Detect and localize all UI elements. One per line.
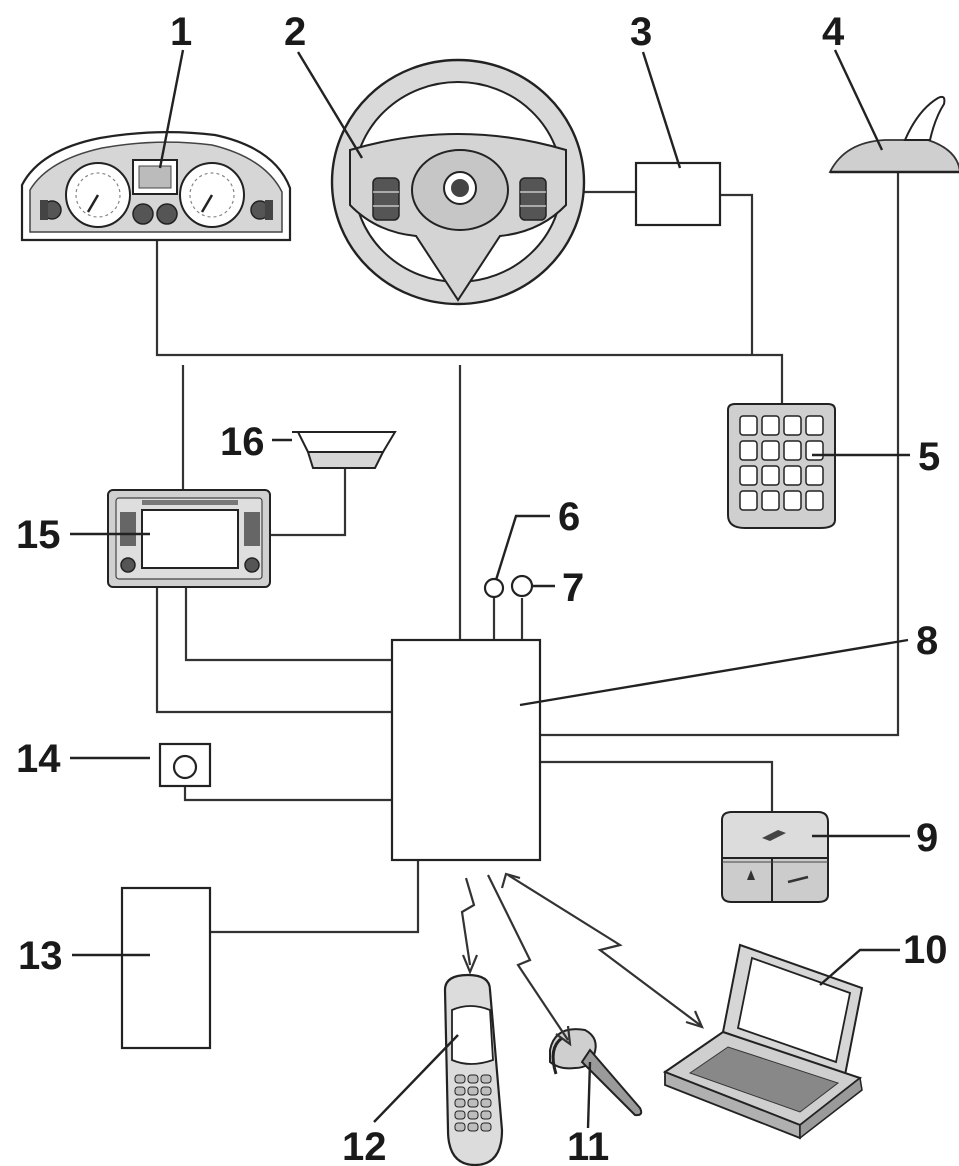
microphone-icon — [510, 574, 534, 598]
phone-cradle-icon — [721, 811, 829, 903]
callout-5: 5 — [918, 435, 940, 479]
phone-key — [467, 1074, 479, 1084]
phone-key — [467, 1098, 479, 1108]
keypad-key — [805, 465, 824, 486]
socket-icon — [158, 742, 212, 788]
callout-10: 10 — [903, 928, 948, 972]
wiring — [155, 170, 900, 934]
phone-key — [480, 1098, 492, 1108]
central-control-unit-icon — [390, 638, 542, 862]
keypad-key — [761, 440, 780, 461]
callout-2: 2 — [284, 10, 306, 54]
keypad-key — [761, 465, 780, 486]
wireless-links — [460, 872, 704, 1047]
keypad-key — [805, 415, 824, 436]
phone-key — [454, 1110, 466, 1120]
keypad-icon — [727, 403, 836, 529]
keypad-key — [739, 490, 758, 511]
callout-3: 3 — [630, 10, 652, 54]
callout-7: 7 — [562, 566, 584, 610]
steering-wheel-icon — [330, 58, 586, 306]
keypad-key — [783, 490, 802, 511]
phone-key — [480, 1074, 492, 1084]
loudspeaker-icon — [292, 431, 397, 469]
roof-antenna-icon — [828, 95, 959, 174]
keypad-key — [761, 415, 780, 436]
phone-key — [480, 1110, 492, 1120]
callout-14: 14 — [16, 737, 61, 781]
keypad-key — [761, 490, 780, 511]
radio-navigation-unit-icon — [107, 489, 271, 588]
keypad-key — [783, 465, 802, 486]
microphone-icon — [483, 577, 505, 599]
phone-key — [467, 1110, 479, 1120]
callout-9: 9 — [916, 816, 938, 860]
leader-lines — [70, 49, 910, 1129]
keypad-key — [805, 440, 824, 461]
phone-key — [467, 1086, 479, 1096]
callout-labels: 1 2 3 4 5 6 7 8 9 10 11 12 13 14 15 16 — [16, 10, 948, 1166]
keypad-key — [783, 415, 802, 436]
control-unit-box-icon — [634, 161, 722, 227]
phone-key — [480, 1122, 492, 1132]
callout-13: 13 — [18, 934, 63, 978]
bluetooth-headset-icon — [549, 1028, 643, 1117]
keypad-key — [805, 490, 824, 511]
callout-6: 6 — [558, 495, 580, 539]
phone-key — [454, 1098, 466, 1108]
phone-key — [454, 1086, 466, 1096]
keypad-key — [739, 465, 758, 486]
phone-key — [454, 1074, 466, 1084]
mobile-phone-icon — [443, 973, 504, 1166]
callout-8: 8 — [916, 619, 938, 663]
callout-4: 4 — [822, 10, 845, 54]
callout-16: 16 — [220, 420, 265, 464]
phone-key — [454, 1122, 466, 1132]
phone-key — [467, 1122, 479, 1132]
keypad-key — [739, 415, 758, 436]
callout-15: 15 — [16, 513, 61, 557]
callout-1: 1 — [170, 10, 192, 54]
phone-key — [480, 1086, 492, 1096]
instrument-cluster-icon — [20, 131, 292, 242]
module-box-icon — [120, 886, 212, 1050]
keypad-key — [739, 440, 758, 461]
callout-11: 11 — [567, 1125, 609, 1166]
callout-12: 12 — [342, 1125, 387, 1166]
keypad-key — [783, 440, 802, 461]
laptop-icon — [662, 943, 864, 1140]
